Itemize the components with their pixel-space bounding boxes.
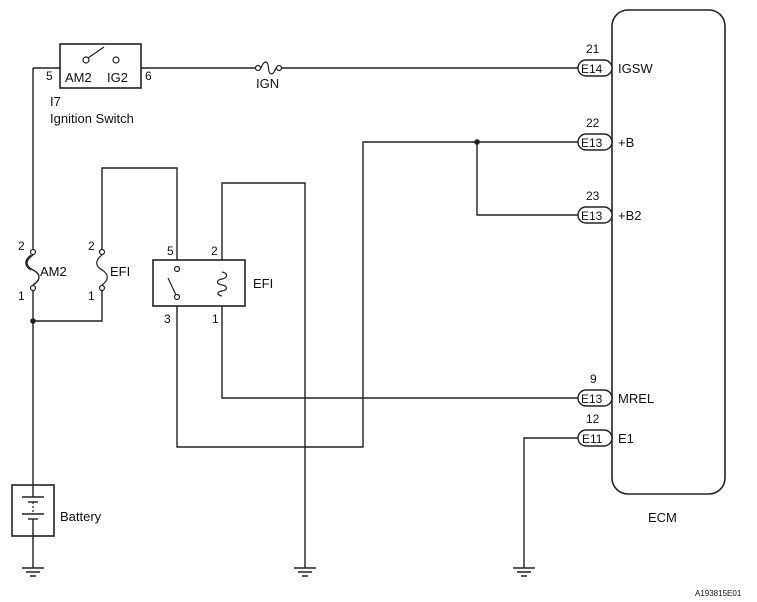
wire-e1-to-ground [523, 437, 578, 568]
wire-relay-to-plus-b [176, 141, 578, 448]
ecm-terminal-name: IGSW [618, 61, 653, 76]
switch-pin-right: 6 [145, 69, 152, 83]
fuse-efi-pin-bottom: 1 [88, 289, 95, 303]
fuse-am2-pin-bottom: 1 [18, 289, 25, 303]
fuse-efi-pin-top: 2 [88, 239, 95, 253]
ignition-switch: AM2 IG2 5 6 I7 Ignition Switch [46, 43, 152, 126]
ignition-switch-id: I7 [50, 94, 61, 109]
fuse-element [96, 254, 108, 286]
connector-pill [577, 59, 613, 77]
wire-coil-to-ground [221, 182, 306, 568]
fuse-end [98, 284, 106, 292]
ground-symbol [513, 567, 535, 577]
battery-label: Battery [60, 509, 102, 524]
ground-icon [22, 567, 44, 577]
connector-code: E13 [581, 136, 603, 150]
relay-contact [173, 265, 181, 273]
efi-relay: 5 2 3 1 EFI [152, 244, 273, 326]
fuse-end [29, 248, 37, 256]
ground-icon [513, 567, 535, 577]
ecm-terminal-mrel: 9 E13 MREL [577, 372, 654, 407]
relay-pin-top-right: 2 [211, 244, 218, 258]
ecm-terminal-plus-b2: 23 E13 +B2 [577, 189, 642, 224]
junction-dot [474, 139, 480, 145]
ecm: ECM 21 E14 IGSW 22 E13 +B 23 E13 +B2 9 E… [577, 9, 726, 525]
switch-contact [112, 56, 120, 64]
relay-box [152, 259, 246, 307]
ecm-pin-number: 21 [586, 42, 600, 56]
connector-pill [577, 389, 613, 407]
relay-pin-bottom-left: 3 [164, 312, 171, 326]
relay-switch-blade [167, 277, 177, 296]
ground-symbol [22, 567, 44, 577]
fuse-element [260, 61, 277, 75]
switch-blade [87, 46, 105, 59]
junction-dot [30, 318, 36, 324]
ecm-pin-number: 22 [586, 116, 600, 130]
ecm-terminal-name: +B [618, 135, 634, 150]
connector-code: E11 [582, 432, 603, 446]
wire-plus-b2 [476, 142, 578, 216]
relay-pin-bottom-right: 1 [212, 312, 219, 326]
connector-code: E13 [581, 209, 603, 223]
ecm-terminal-e1: 12 E11 E1 [577, 412, 634, 447]
ground-symbol [294, 567, 316, 577]
wire-efi-fuse-to-relay [101, 167, 178, 270]
wire-coil-to-mrel [221, 296, 578, 399]
ecm-label: ECM [648, 510, 677, 525]
figure-code: A193815E01 [695, 589, 742, 598]
relay-coil [216, 271, 228, 297]
fuse-ign: IGN [254, 61, 283, 91]
battery: Battery [11, 484, 102, 537]
ecm-terminal-igsw: 21 E14 IGSW [577, 42, 653, 77]
relay-contact [173, 293, 181, 301]
connector-code: E14 [581, 62, 603, 76]
ecm-terminal-name: MREL [618, 391, 654, 406]
ignition-switch-name: Ignition Switch [50, 111, 134, 126]
fuse-efi: 2 1 EFI [88, 239, 130, 303]
ignition-switch-box [59, 43, 142, 89]
fuse-am2: 2 1 AM2 [18, 239, 67, 303]
switch-terminal-am2: AM2 [65, 70, 92, 85]
connector-code: E13 [581, 392, 603, 406]
fuse-end [98, 248, 106, 256]
ecm-pin-number: 12 [586, 412, 600, 426]
ground-icon [294, 567, 316, 577]
connector-pill [577, 429, 613, 447]
fuse-element [25, 254, 32, 271]
ecm-box [611, 9, 726, 495]
fuse-end [254, 64, 262, 72]
fuse-ign-label: IGN [256, 76, 279, 91]
relay-label: EFI [253, 276, 273, 291]
switch-pin-left: 5 [46, 69, 53, 83]
connector-pill [577, 206, 613, 224]
fuse-element [26, 254, 40, 286]
ecm-terminal-name: E1 [618, 431, 634, 446]
ecm-pin-number: 9 [590, 372, 597, 386]
fuse-end [275, 64, 283, 72]
ecm-terminal-plus-b: 22 E13 +B [577, 116, 634, 151]
ecm-terminal-name: +B2 [618, 208, 642, 223]
switch-terminal-ig2: IG2 [107, 70, 128, 85]
wire-junction-to-efi-fuse [33, 290, 103, 322]
fuse-end [29, 284, 37, 292]
fuse-efi-label: EFI [110, 264, 130, 279]
relay-pin-top-left: 5 [167, 244, 174, 258]
ecm-pin-number: 23 [586, 189, 600, 203]
wires [32, 67, 578, 568]
connector-pill [577, 133, 613, 151]
switch-contact [82, 56, 90, 64]
fuse-am2-pin-top: 2 [18, 239, 25, 253]
fuse-am2-label: AM2 [40, 264, 67, 279]
